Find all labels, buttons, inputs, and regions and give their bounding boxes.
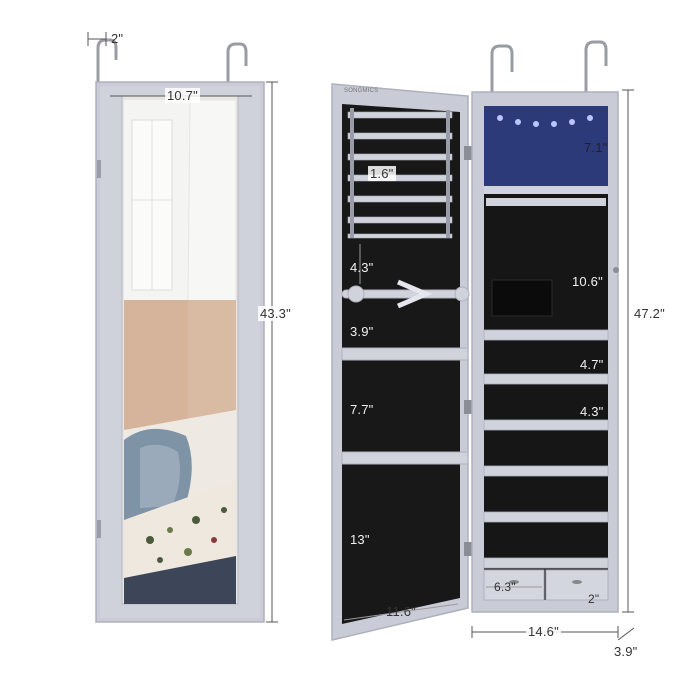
overall-height-label: 47.2" <box>632 306 667 321</box>
closed-height-label: 43.3" <box>258 306 293 321</box>
door-middle-gap-label: 3.9" <box>350 324 374 339</box>
left-hook <box>96 38 118 88</box>
cabinet-shelves <box>483 329 609 569</box>
door-upper-gap-label: 4.3" <box>350 260 374 275</box>
door-lower-bar <box>341 451 469 465</box>
depth-label: 3.9" <box>614 644 638 659</box>
cabinet-shelf-2-label: 4.3" <box>580 404 604 419</box>
open-left-hook <box>490 44 514 98</box>
drawer-height-label: 2" <box>588 592 600 606</box>
door-width-line <box>343 603 459 621</box>
top-shelf-label: 7.1" <box>584 140 608 155</box>
door-width-label: 11.6" <box>386 604 416 619</box>
right-hook <box>226 42 248 92</box>
drawer-left[interactable] <box>483 569 545 601</box>
cabinet-pocket <box>491 279 553 317</box>
door-row-spacing-label: 1.6" <box>368 166 396 181</box>
door-middle-bar <box>341 347 469 361</box>
door-bottom-label: 13" <box>350 532 370 547</box>
door-hook-rows <box>347 111 453 239</box>
cabinet-width-label: 14.6" <box>526 624 561 639</box>
open-right-hook <box>584 40 608 98</box>
mirror-width-label: 10.7" <box>165 88 200 103</box>
led-compartment <box>484 106 608 190</box>
door-lower-gap-label: 7.7" <box>350 402 374 417</box>
cabinet-upper-label: 10.6" <box>572 274 603 289</box>
cabinet-shelf-1-label: 4.7" <box>580 357 604 372</box>
depth-line <box>617 627 635 641</box>
drawer-width-label: 6.3" <box>494 580 516 594</box>
led-lights <box>497 115 593 127</box>
hook-gap-label: 2" <box>111 31 124 46</box>
drawer-right[interactable] <box>545 569 609 601</box>
brand-mark: SONGMICS <box>344 88 379 94</box>
